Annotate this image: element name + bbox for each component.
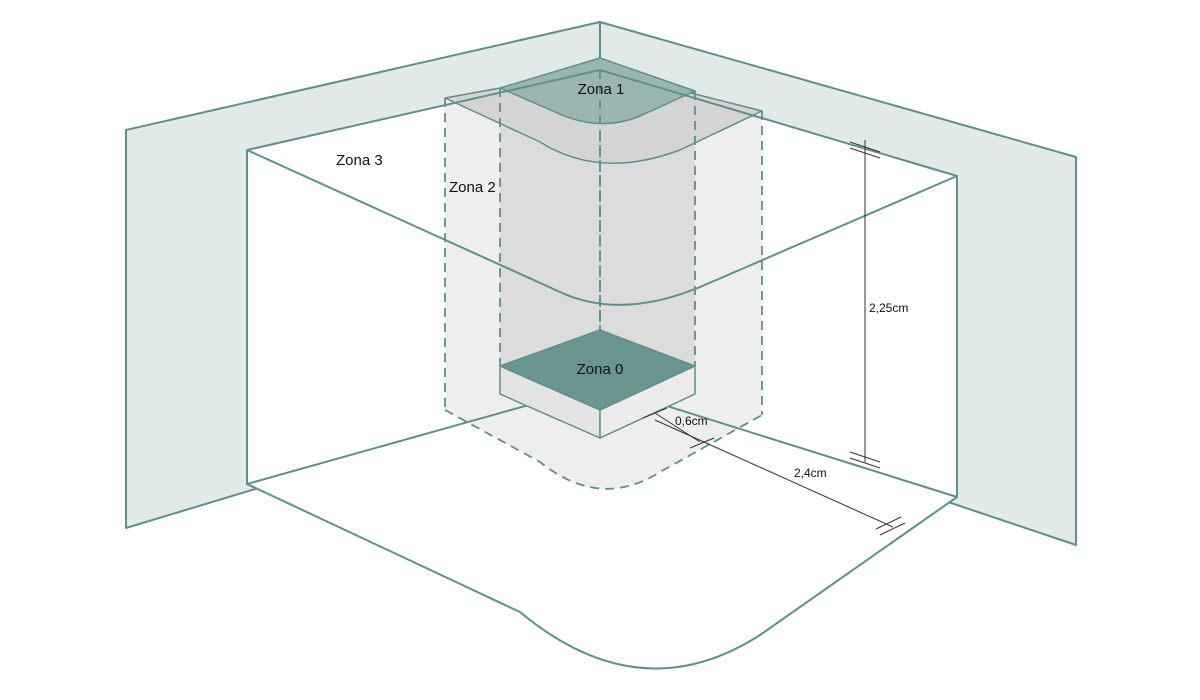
zone-1-dashed-edges — [499, 88, 696, 366]
zone-3-top-outline — [246, 69, 958, 306]
zona-3-label: Zona 3 — [336, 152, 383, 169]
zone-2-width-label: 0,6cm — [675, 414, 708, 428]
zone-1-top — [499, 57, 696, 125]
zona-2-label: Zona 2 — [449, 179, 496, 196]
zone-3-width-label: 2,4cm — [794, 466, 827, 480]
zone-3-floor-outline — [246, 384, 958, 670]
height-dimension — [849, 140, 881, 469]
height-label: 2,25cm — [869, 301, 908, 315]
zone-3-width-dimension — [654, 419, 906, 536]
zone-0-top — [499, 329, 696, 411]
zona-0-label: Zona 0 — [577, 361, 624, 378]
zona-1-label: Zona 1 — [578, 81, 625, 98]
